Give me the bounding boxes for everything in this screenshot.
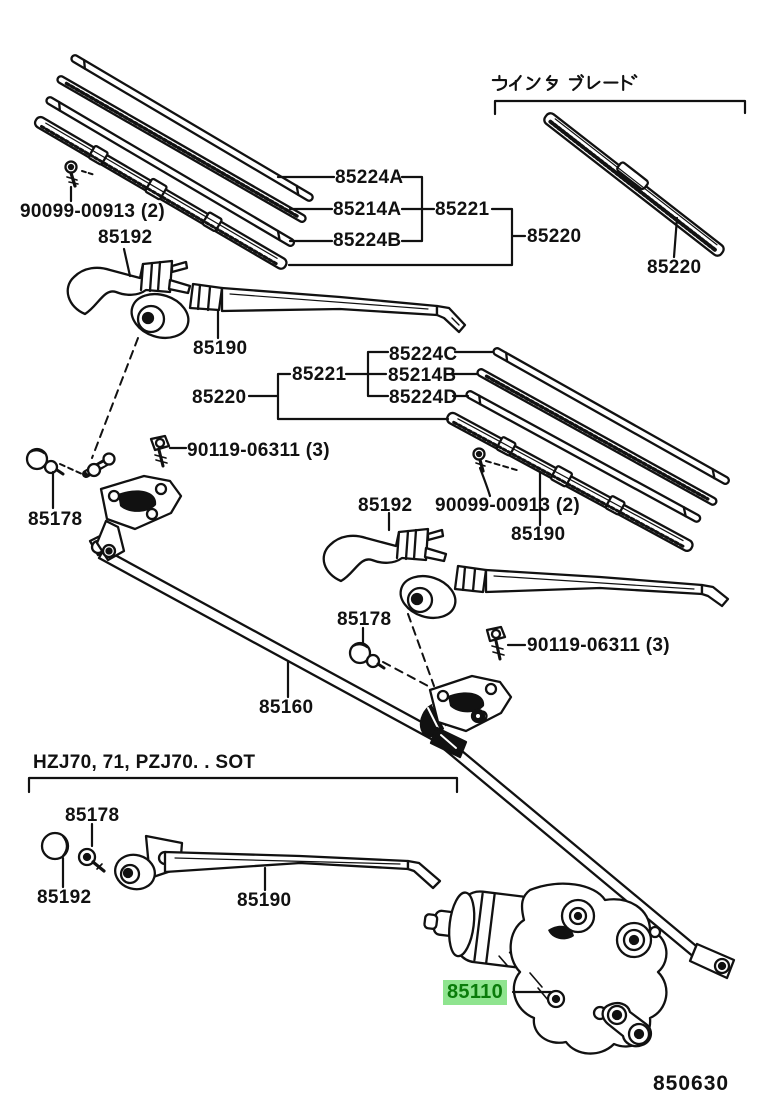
rear-blade-backing-plate-d — [465, 390, 702, 523]
rear-blade-backing-plate-c — [492, 347, 730, 485]
assembly-dashed-lines — [59, 170, 521, 687]
rear-arm-head-cover — [322, 527, 448, 583]
rear-wiper-arm — [399, 564, 730, 620]
front-blade-assembly — [33, 115, 288, 270]
part-label-front-arm[interactable]: 85190 — [193, 338, 248, 359]
front-blade-backing-plate-b — [45, 96, 296, 248]
part-label-winter-blade-assy[interactable]: 85220 — [647, 257, 702, 278]
part-label-motor-highlighted[interactable]: 85110 — [443, 980, 508, 1005]
part-label-rear-pivot-grommet[interactable]: 85178 — [337, 609, 392, 630]
leader-lines — [27, 99, 747, 994]
front-wiper-arm — [130, 282, 467, 340]
variant-wiper-arm — [114, 834, 442, 891]
part-label-rear-arm-cover[interactable]: 85192 — [358, 495, 413, 516]
part-label-front-blade-screw[interactable]: 90099-00913 (2) — [20, 201, 165, 222]
rear-pivot-assembly — [419, 674, 513, 759]
front-blade-screw — [64, 160, 79, 188]
winter-blade-title-strokes — [491, 74, 638, 92]
variant-pivot-screw — [77, 847, 106, 873]
rear-pivot-grommet — [348, 641, 386, 670]
part-label-front-rubber[interactable]: 85214A — [333, 199, 402, 220]
winter-blade-section-title: ウインタ ブレード — [492, 74, 635, 91]
figure-code: 850630 — [653, 1072, 730, 1095]
front-pivot-bolt — [149, 434, 171, 468]
part-label-front-arm-cover[interactable]: 85192 — [98, 227, 153, 248]
part-label-variant-grommet[interactable]: 85178 — [65, 805, 120, 826]
part-label-rear-arm[interactable]: 85190 — [511, 524, 566, 545]
part-label-rear-blade-assy[interactable]: 85220 — [192, 387, 247, 408]
part-label-front-pivot-grommet[interactable]: 85178 — [28, 509, 83, 530]
rear-blade-rubber — [476, 368, 718, 506]
front-pivot-grommet — [25, 447, 65, 476]
winter-blade-drawing — [543, 112, 725, 257]
front-arm-head-cover — [66, 259, 192, 316]
part-label-front-backing-plate-b[interactable]: 85224B — [333, 230, 402, 251]
part-label-rear-backing-plate-c[interactable]: 85224C — [389, 344, 458, 365]
front-blade-rubber — [56, 75, 307, 223]
part-label-variant-cover[interactable]: 85192 — [37, 887, 92, 908]
part-label-rear-pivot-bolt[interactable]: 90119-06311 (3) — [527, 635, 670, 656]
part-label-rear-frame[interactable]: 85221 — [292, 364, 347, 385]
part-label-rear-blade-screw[interactable]: 90099-00913 (2) — [435, 495, 580, 516]
part-label-rear-rubber[interactable]: 85214B — [388, 365, 457, 386]
part-label-link-rod[interactable]: 85160 — [259, 697, 314, 718]
wiper-motor — [423, 882, 668, 1055]
rear-blade-screw — [472, 447, 486, 473]
part-label-rear-backing-plate-d[interactable]: 85224D — [389, 387, 458, 408]
variant-arm-head-cap — [40, 831, 70, 861]
part-label-variant-arm[interactable]: 85190 — [237, 890, 292, 911]
rear-pivot-bolt — [485, 625, 507, 661]
front-blade-backing-plate-a — [70, 54, 314, 202]
front-pivot-assembly — [82, 452, 183, 562]
rear-blade-assembly — [446, 411, 694, 552]
part-label-front-blade-assy[interactable]: 85220 — [527, 226, 582, 247]
variant-section-header: HZJ70, 71, PZJ70. . SOT — [33, 752, 256, 773]
part-label-front-pivot-bolt[interactable]: 90119-06311 (3) — [187, 440, 330, 461]
part-label-front-frame[interactable]: 85221 — [435, 199, 490, 220]
part-label-front-backing-plate-a[interactable]: 85224A — [335, 167, 404, 188]
